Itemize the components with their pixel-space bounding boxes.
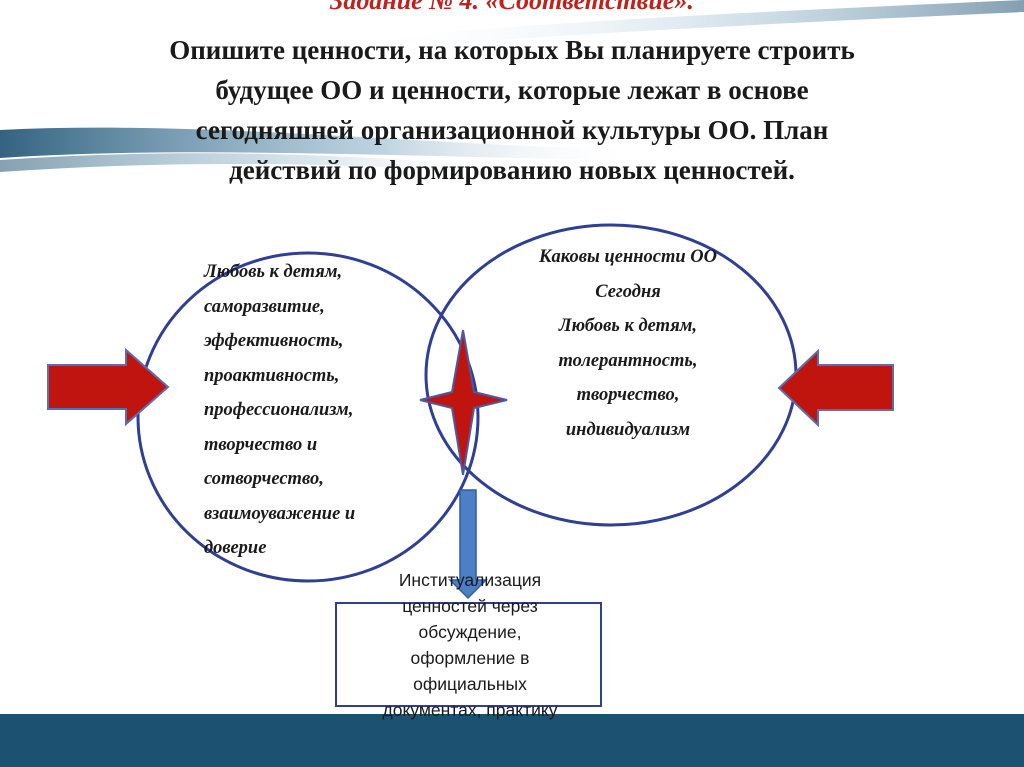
list-item: эффективность, xyxy=(204,331,344,351)
list-item: саморазвитие, xyxy=(204,296,325,317)
list-item: ценностей через xyxy=(402,596,538,616)
list-item: творчество и xyxy=(204,434,318,455)
list-item: Любовь к детям, xyxy=(204,262,343,282)
list-item: взаимоуважение и xyxy=(204,503,356,524)
list-item: Институализация xyxy=(398,570,542,590)
list-item: Сегодня xyxy=(595,281,661,302)
heading-line: сегодняшней организационной культуры ОО.… xyxy=(195,115,829,145)
heading-line: Опишите ценности, на которых Вы планируе… xyxy=(169,35,855,65)
list-item: документах, практику xyxy=(382,700,558,720)
list-item: официальных xyxy=(413,674,527,694)
institutionalization-text: Институализация ценностей через обсужден… xyxy=(330,567,610,723)
right-arrow xyxy=(777,348,894,428)
list-item: оформление в xyxy=(410,648,530,668)
task-title: Задание № 4. «Соответствие». xyxy=(330,0,694,15)
right-circle-values: Каковы ценности ОО Сегодня Любовь к детя… xyxy=(478,240,778,447)
list-item: творчество, xyxy=(576,385,680,405)
list-item: толерантность, xyxy=(558,350,698,371)
list-item: сотворчество, xyxy=(204,469,324,489)
heading-line: будущее ОО и ценности, которые лежат в о… xyxy=(215,75,809,105)
heading-line: действий по формированию новых ценностей… xyxy=(229,155,795,185)
left-circle xyxy=(136,251,480,583)
list-item: обсуждение, xyxy=(418,622,522,642)
list-item: доверие xyxy=(204,538,267,558)
list-item: Любовь к детям, xyxy=(558,316,698,336)
left-arrow xyxy=(47,347,170,427)
list-item: индивидуализм xyxy=(565,419,691,440)
list-item: Каковы ценности ОО xyxy=(539,247,717,267)
institutionalization-box xyxy=(335,602,602,707)
footer-bar xyxy=(0,714,1024,767)
page-heading: Опишите ценности, на которых Вы планируе… xyxy=(90,30,934,190)
center-star xyxy=(419,329,508,476)
left-circle-values: Любовь к детям, саморазвитие, эффективно… xyxy=(204,255,414,566)
down-arrow xyxy=(448,489,488,600)
list-item: проактивность, xyxy=(204,365,340,386)
list-item: профессионализм, xyxy=(204,400,354,420)
